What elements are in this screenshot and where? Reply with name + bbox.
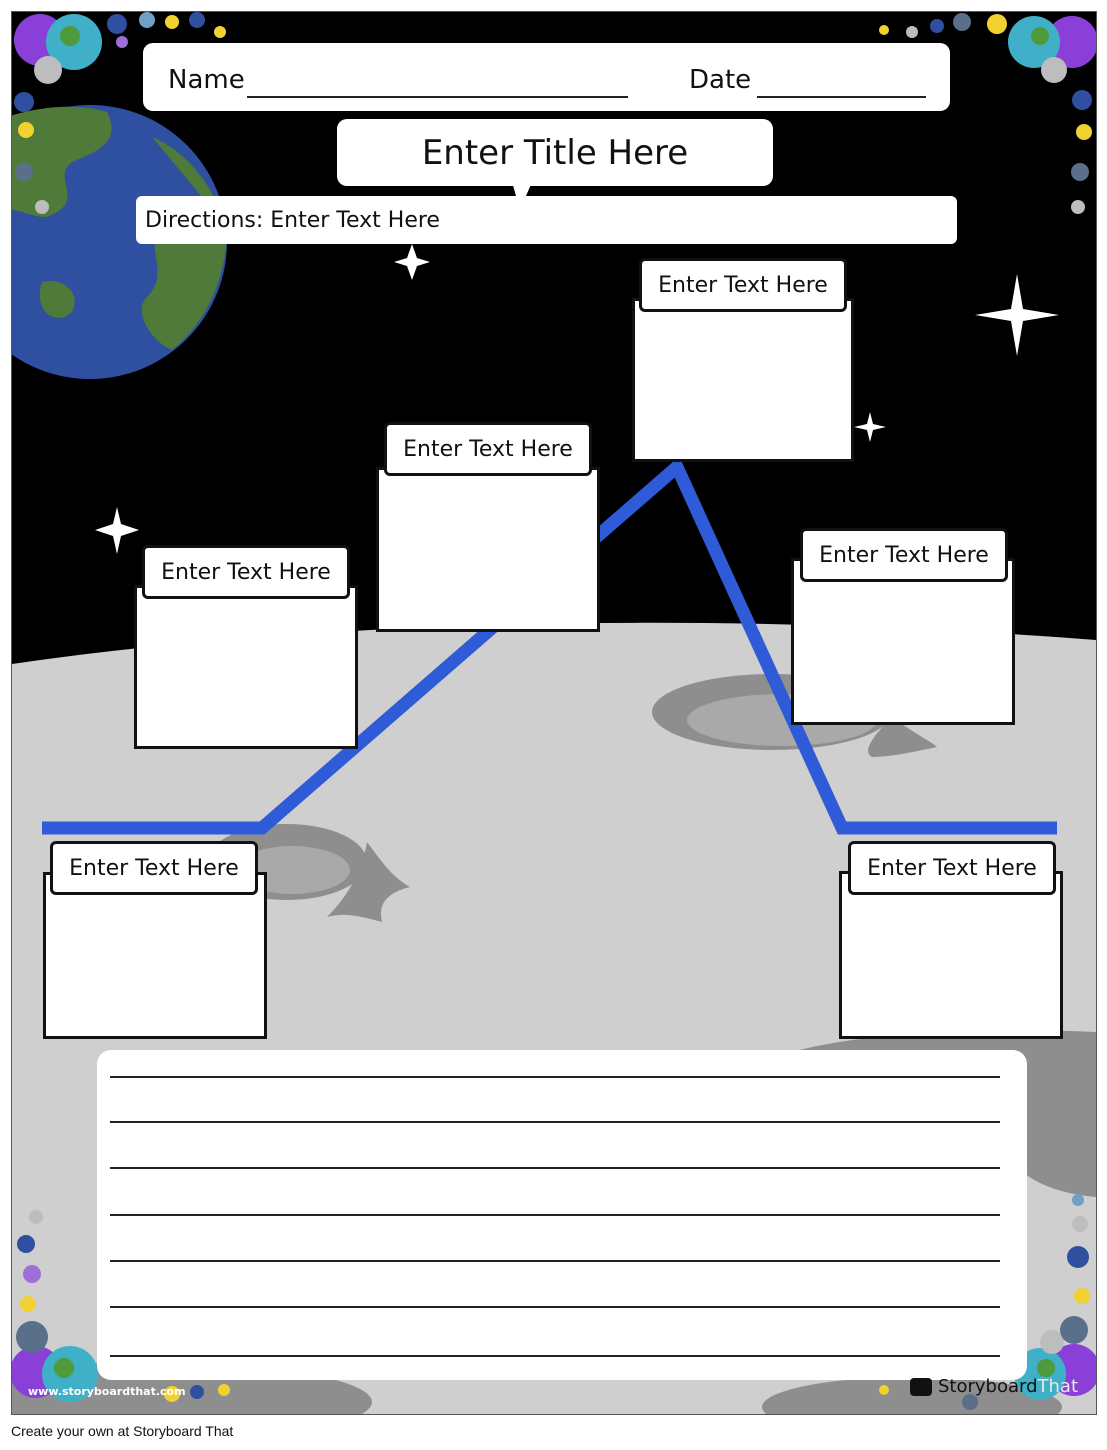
stage-label-rising-action-1[interactable]: Enter Text Here: [142, 545, 350, 599]
stage-box-rising-action-1[interactable]: [134, 585, 358, 749]
planet-cluster-top-right: [879, 13, 1096, 214]
stage-box-exposition[interactable]: [43, 872, 267, 1039]
directions-box[interactable]: Directions: Enter Text Here: [136, 196, 957, 244]
stage-label-falling-action[interactable]: Enter Text Here: [800, 528, 1008, 582]
name-label: Name: [168, 65, 245, 95]
storyboard-logo: StoryboardThat: [910, 1376, 1078, 1397]
writing-area[interactable]: [97, 1050, 1027, 1380]
logo-text-faded: That: [1037, 1376, 1079, 1397]
date-label: Date: [689, 65, 752, 95]
planet-cluster-bottom-left: [12, 1210, 230, 1402]
website-watermark: www.storyboardthat.com: [28, 1385, 186, 1398]
name-date-bar: Name Date: [143, 43, 950, 111]
speech-bubble-icon: [910, 1377, 932, 1396]
stage-label-climax[interactable]: Enter Text Here: [639, 258, 847, 312]
stage-label-exposition[interactable]: Enter Text Here: [50, 841, 258, 895]
stars: [95, 244, 1059, 554]
writing-line: [110, 1355, 1000, 1357]
planet-cluster-bottom-right: [879, 1194, 1096, 1410]
plot-line: [42, 456, 1057, 835]
planet-cluster-top-left: [14, 12, 226, 214]
writing-line: [110, 1076, 1000, 1078]
writing-line: [110, 1260, 1000, 1262]
footer-credit[interactable]: Create your own at Storyboard That: [11, 1423, 234, 1439]
writing-line: [110, 1306, 1000, 1308]
writing-line: [110, 1214, 1000, 1216]
stage-box-climax[interactable]: [632, 298, 854, 462]
date-field[interactable]: [757, 96, 926, 99]
earth-planet: [12, 105, 227, 379]
writing-line: [110, 1167, 1000, 1169]
stage-label-rising-action-2[interactable]: Enter Text Here: [384, 422, 592, 476]
name-field[interactable]: [247, 96, 628, 99]
page-title[interactable]: Enter Title Here: [337, 119, 773, 186]
logo-text: Storyboard: [938, 1376, 1038, 1397]
worksheet-poster: Name Date Enter Title Here Directions: E…: [11, 11, 1097, 1415]
stage-box-rising-action-2[interactable]: [376, 467, 600, 632]
stage-box-resolution[interactable]: [839, 871, 1063, 1039]
stage-label-resolution[interactable]: Enter Text Here: [848, 841, 1056, 895]
writing-line: [110, 1121, 1000, 1123]
stage-box-falling-action[interactable]: [791, 558, 1015, 725]
